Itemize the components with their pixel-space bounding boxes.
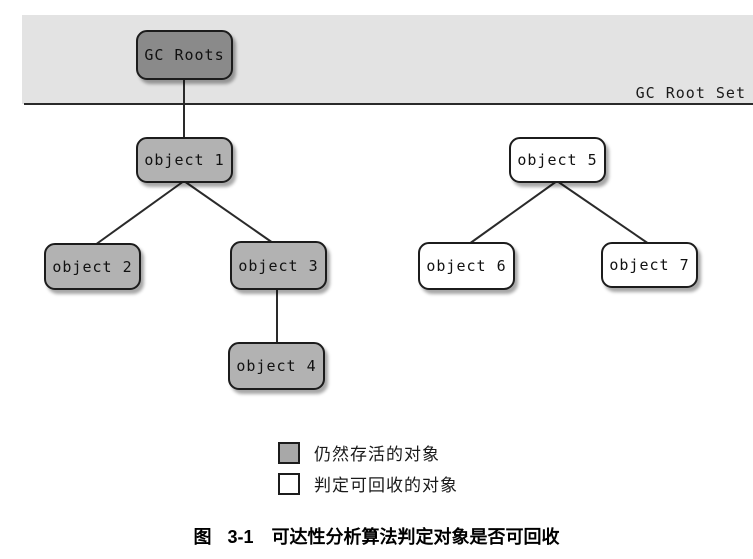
edge-object5-object6 — [468, 180, 558, 245]
node-object-4: object 4 — [228, 342, 325, 390]
figure-caption: 图 3-1 可达性分析算法判定对象是否可回收 — [0, 523, 753, 549]
edge-object1-object2 — [94, 180, 185, 246]
legend-swatch-alive-icon — [278, 441, 300, 464]
node-object-1: object 1 — [136, 137, 233, 183]
legend-row-collectable: 判定可回收的对象 — [278, 471, 458, 496]
node-object-3: object 3 — [230, 241, 327, 290]
node-object-5: object 5 — [509, 137, 606, 183]
legend-label-alive: 仍然存活的对象 — [314, 445, 440, 464]
gc-root-set-line — [24, 103, 753, 105]
legend: 仍然存活的对象 判定可回收的对象 — [278, 440, 458, 502]
edge-object1-object3 — [183, 180, 274, 244]
node-object-7: object 7 — [601, 242, 698, 288]
gc-root-set-label: GC Root Set — [635, 84, 746, 102]
legend-swatch-collectable-icon — [278, 472, 300, 495]
legend-label-collectable: 判定可回收的对象 — [314, 476, 458, 495]
edge-object5-object7 — [556, 180, 650, 245]
caption-number: 3-1 — [227, 527, 254, 547]
node-object-2: object 2 — [44, 243, 141, 290]
legend-row-alive: 仍然存活的对象 — [278, 440, 458, 465]
caption-title: 可达性分析算法判定对象是否可回收 — [271, 527, 560, 547]
node-object-6: object 6 — [418, 242, 515, 290]
node-gc-roots: GC Roots — [136, 30, 233, 80]
caption-prefix: 图 — [193, 527, 212, 547]
